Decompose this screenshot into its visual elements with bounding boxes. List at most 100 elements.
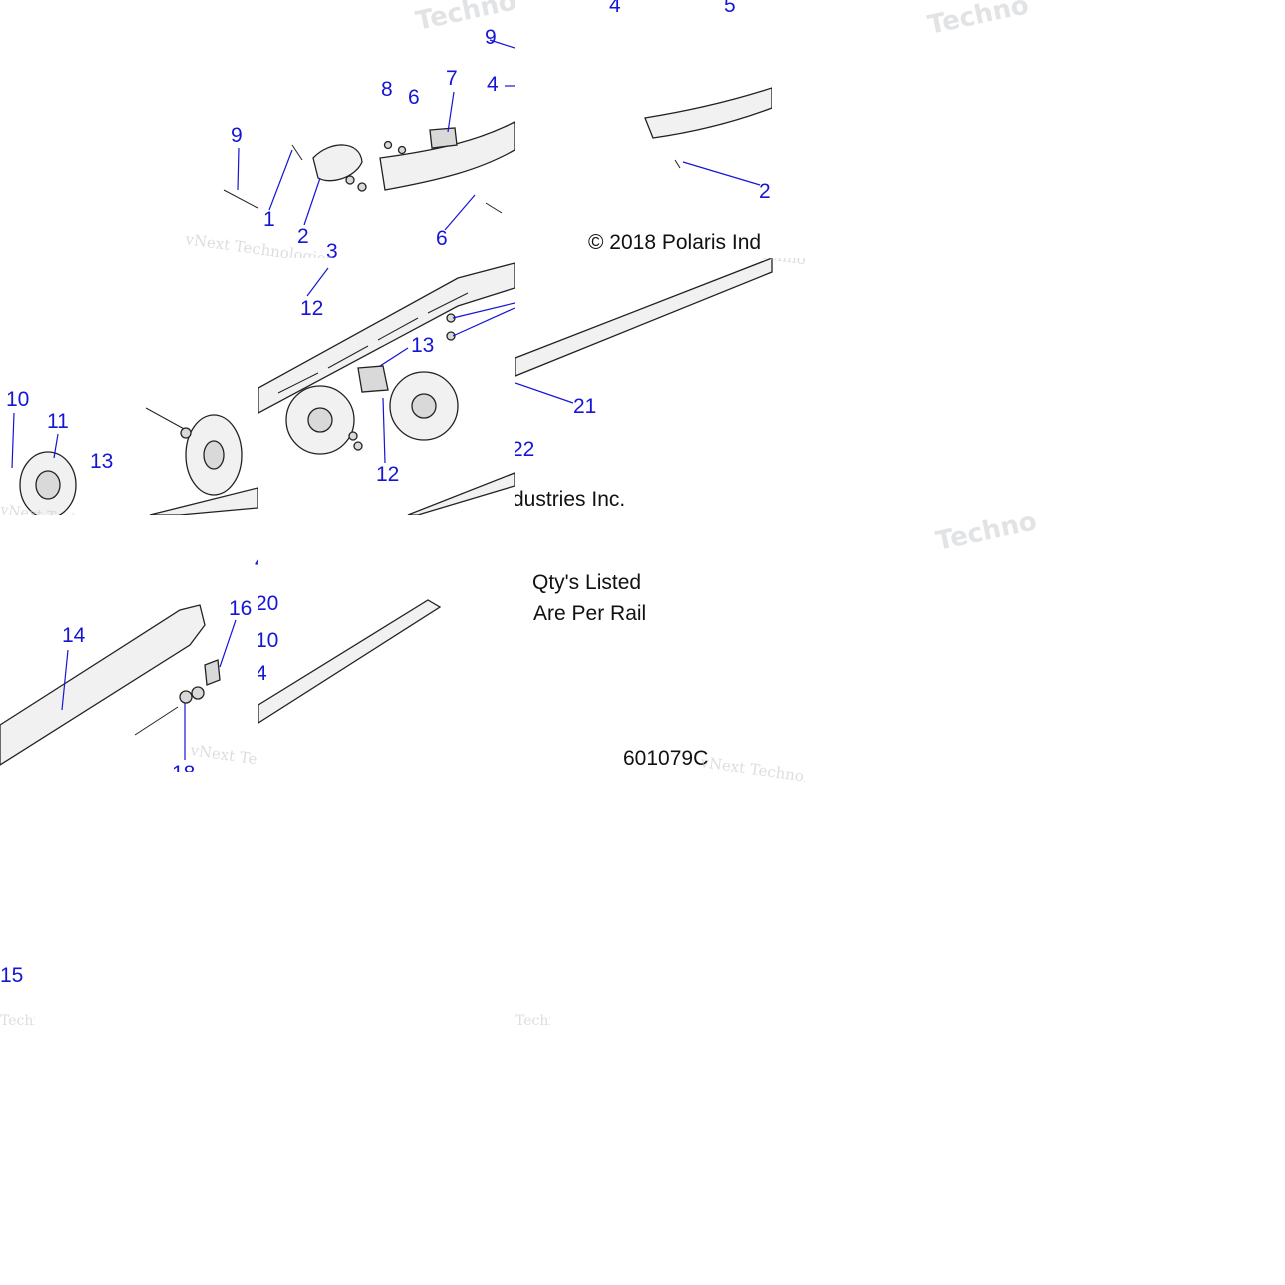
watermark: vNext Technologies bbox=[188, 741, 258, 772]
nut-shape bbox=[353, 441, 363, 451]
callout-18: 18 bbox=[172, 762, 195, 772]
callout-21: 21 bbox=[573, 395, 596, 418]
callout-6: 6 bbox=[436, 227, 448, 250]
callout-5: 5 bbox=[724, 0, 736, 17]
diagram-tile-bottom-mid: Techno bbox=[515, 975, 550, 1030]
diagram-tile-lower-left: 4 16 14 18 vNext Technologies bbox=[0, 515, 258, 772]
bogie-hub-shape bbox=[411, 393, 437, 419]
rail-slot-shape bbox=[277, 292, 469, 394]
callout-7: 7 bbox=[446, 67, 458, 90]
diagram-tile-center: 12 13 12 19 bbox=[258, 258, 515, 515]
leader-line bbox=[682, 161, 761, 186]
spacer-shape bbox=[357, 365, 389, 393]
leader-line bbox=[447, 91, 455, 133]
leader-line bbox=[237, 147, 240, 191]
callout-1: 1 bbox=[263, 208, 275, 231]
diagram-tile-lower-center: 20 10 4 17 bbox=[258, 515, 515, 772]
watermark: Techno bbox=[0, 1013, 35, 1029]
upper-rail-shape bbox=[379, 121, 515, 191]
leader-line bbox=[219, 619, 237, 668]
leader-line bbox=[444, 194, 476, 231]
diagram-tile-upper-left: Techno 9 4 8 6 7 9 1 2 3 6 bbox=[180, 0, 515, 258]
diagram-tile-mid-left: 10 11 13 vNext Technologies bbox=[0, 258, 258, 515]
hyfax-strip-shape bbox=[515, 258, 773, 377]
diagram-tile-mid-right: 21 22 dustries Inc. vNext Technologies bbox=[515, 258, 805, 515]
leader-line bbox=[452, 302, 515, 319]
nut-shape bbox=[348, 431, 358, 441]
washer-shape bbox=[180, 427, 192, 439]
callout-10: 10 bbox=[258, 629, 278, 652]
diagram-tile-upper-right: Techno bbox=[920, 0, 1040, 40]
leader-line bbox=[382, 397, 386, 464]
idler-hub-shape bbox=[203, 440, 225, 470]
bolt-shape bbox=[145, 407, 187, 431]
callout-4: 4 bbox=[255, 550, 258, 573]
bolt-shape bbox=[134, 706, 179, 736]
diagram-tile-right-watermark: Techno bbox=[930, 510, 1040, 555]
rail-shape bbox=[149, 487, 258, 515]
watermark: Techno bbox=[925, 0, 1031, 40]
diagram-tile-lower-right: Qty's Listed Are Per Rail 601079C vNext … bbox=[515, 515, 805, 785]
callout-6: 6 bbox=[408, 86, 420, 109]
bolt-shape bbox=[485, 202, 503, 214]
callout-4: 4 bbox=[258, 662, 267, 685]
callout-8: 8 bbox=[381, 78, 393, 101]
callout-3: 3 bbox=[326, 240, 338, 258]
nut-shape bbox=[357, 182, 367, 192]
rail-tip-shape bbox=[644, 87, 772, 139]
leader-line bbox=[303, 177, 321, 226]
leader-line bbox=[53, 433, 59, 459]
watermark: vNext Technologies bbox=[698, 753, 805, 785]
rear-rail-shape bbox=[0, 604, 206, 766]
lower-hyfax-shape bbox=[258, 599, 442, 724]
callout-2: 2 bbox=[297, 225, 309, 248]
callout-20: 20 bbox=[258, 592, 278, 615]
leader-line bbox=[61, 649, 69, 711]
callout-9: 9 bbox=[485, 26, 497, 49]
watermark: Techno bbox=[413, 0, 515, 37]
callout-13: 13 bbox=[411, 334, 434, 357]
copyright-fragment: dustries Inc. bbox=[515, 488, 625, 511]
callout-12: 12 bbox=[300, 297, 323, 320]
copyright-text: © 2018 Polaris Ind bbox=[588, 231, 761, 254]
qty-note-line1: Qty's Listed bbox=[532, 571, 641, 594]
bushing-shape bbox=[179, 690, 193, 704]
callout-12: 12 bbox=[376, 463, 399, 486]
callout-10: 10 bbox=[6, 388, 29, 411]
washer-shape bbox=[383, 140, 393, 150]
bolt-shape bbox=[674, 159, 681, 169]
callout-22: 22 bbox=[515, 438, 534, 461]
callout-13: 13 bbox=[90, 450, 113, 473]
callout-4: 4 bbox=[609, 0, 621, 17]
nut-shape bbox=[397, 145, 407, 155]
diagram-tile-bottom-left: 15 Techno bbox=[0, 955, 35, 1030]
bolt-shape bbox=[291, 144, 303, 161]
bushing-shape bbox=[191, 686, 205, 700]
diagram-tile-upper-mid: 4 5 2 © 2018 Polaris Ind bbox=[515, 0, 772, 258]
qty-note-line2: Are Per Rail bbox=[533, 602, 646, 625]
drawing-number: 601079C bbox=[623, 747, 708, 770]
bolt-shape bbox=[223, 189, 259, 209]
nut-shape bbox=[345, 175, 355, 185]
leader-line bbox=[515, 382, 574, 404]
bogie-hub-shape bbox=[307, 407, 333, 433]
watermark: vNext Technologies bbox=[183, 230, 334, 258]
scissor-stop-shape bbox=[312, 144, 363, 182]
callout-14: 14 bbox=[62, 624, 86, 647]
watermark: Techno bbox=[515, 1013, 550, 1029]
wear-strip-shape bbox=[407, 472, 515, 515]
bracket-shape bbox=[204, 659, 221, 686]
idler-hub-shape bbox=[35, 470, 61, 500]
callout-16: 16 bbox=[229, 597, 252, 620]
leader-line bbox=[452, 307, 515, 337]
block-shape bbox=[429, 127, 458, 149]
leader-line bbox=[11, 412, 15, 469]
leader-line bbox=[379, 347, 409, 367]
slide-rail-shape bbox=[258, 262, 515, 414]
callout-2: 2 bbox=[759, 180, 771, 203]
watermark: Techno bbox=[933, 510, 1039, 555]
callout-9: 9 bbox=[231, 124, 243, 147]
leader-line bbox=[489, 39, 515, 49]
leader-line bbox=[306, 267, 329, 297]
